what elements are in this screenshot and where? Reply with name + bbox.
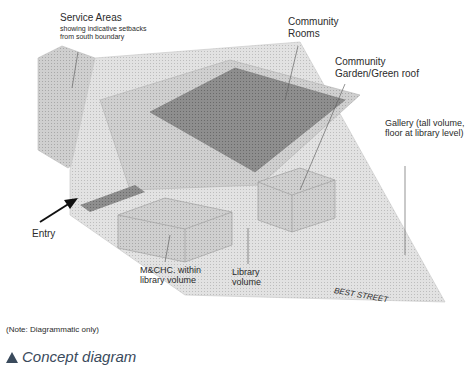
garden-edge xyxy=(292,195,293,232)
part-label: Entry xyxy=(32,228,72,240)
community-rooms-top xyxy=(150,68,345,172)
mchc-box xyxy=(118,198,232,262)
part-label: Gallery (tall volume, floor at library l… xyxy=(385,118,465,139)
entry-arrow xyxy=(40,203,70,222)
upper-plate xyxy=(100,60,360,190)
part-label: Service Areas xyxy=(60,12,170,24)
entry-canopy xyxy=(80,185,145,212)
garden-edge xyxy=(258,182,292,195)
caption-marker xyxy=(6,352,18,363)
garden-box xyxy=(258,168,335,232)
entry-arrowhead xyxy=(64,198,78,209)
leader-lines xyxy=(72,46,405,264)
figure-caption: Concept diagram xyxy=(22,348,136,365)
gallery-volume xyxy=(70,42,445,302)
part-label: Community Garden/Green roof xyxy=(335,56,423,79)
note-label: showing indicative setbacks from south b… xyxy=(60,25,160,41)
part-label: M&CHC. within library volume xyxy=(140,265,218,286)
mchc-edges xyxy=(118,212,232,229)
part-label: Community Rooms xyxy=(288,16,348,39)
mchc-edge xyxy=(185,229,186,262)
note-label: (Note: Diagrammatic only) xyxy=(6,325,206,334)
garden-edge xyxy=(292,180,335,195)
part-label: Library volume xyxy=(232,267,282,288)
